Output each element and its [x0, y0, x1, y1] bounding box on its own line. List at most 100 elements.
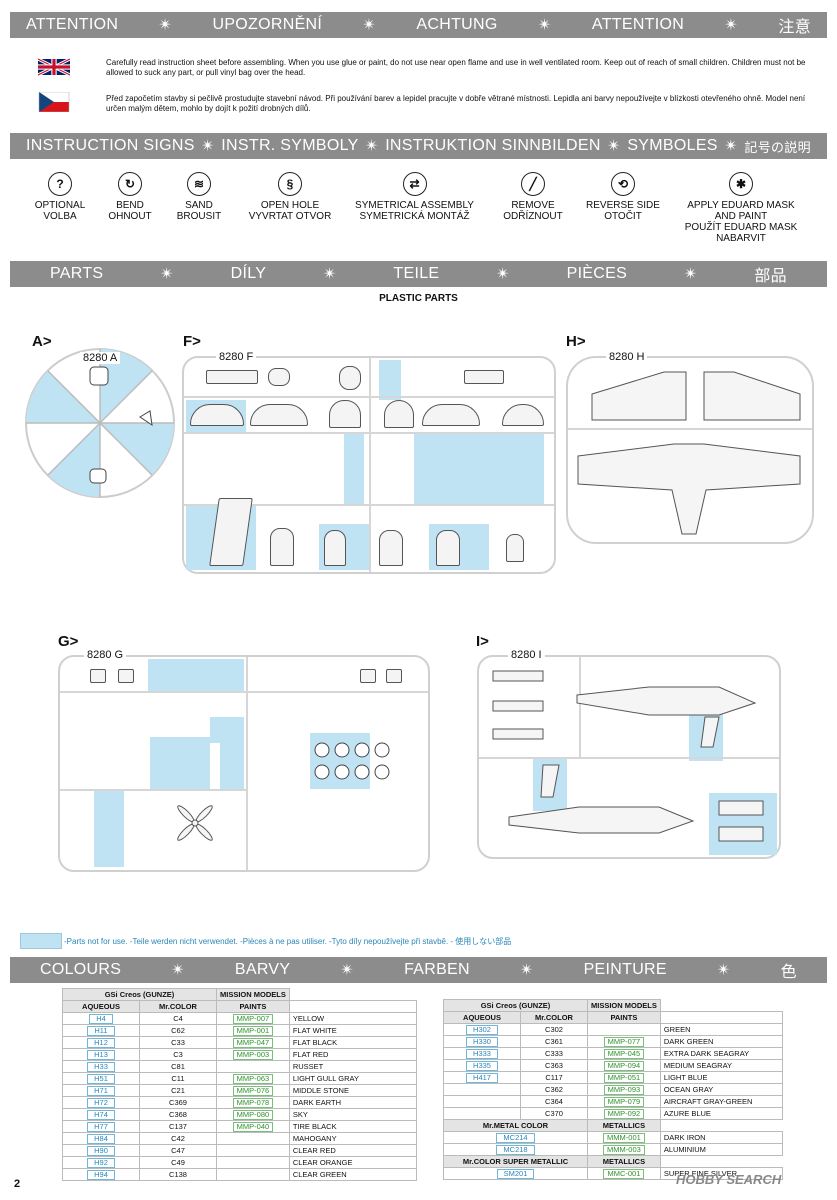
sign-label: VOLBA	[43, 211, 77, 222]
sign-label: OTOČIT	[604, 211, 642, 222]
colour-name: DARK IRON	[659, 1131, 783, 1144]
mission-code: MMM-003	[587, 1143, 661, 1156]
parts-cz: DÍLY	[230, 265, 267, 282]
col-mrcolor: Mr.COLOR	[520, 1011, 588, 1024]
sign-label: SYMETRICAL ASSEMBLY	[355, 200, 474, 211]
colours-de: FARBEN	[404, 961, 470, 978]
mission-code: MMC-001	[587, 1167, 661, 1180]
colour-name: TIRE BLACK	[288, 1120, 417, 1133]
colour-name: FLAT RED	[288, 1048, 417, 1061]
mrcolor-code: C333	[520, 1047, 588, 1060]
attention-fr: ATTENTION	[591, 16, 685, 33]
mrcolor-code: C81	[139, 1060, 217, 1073]
attention-de: ACHTUNG	[416, 16, 498, 33]
sprue-i	[477, 655, 781, 859]
mission-code: MMM-001	[587, 1131, 661, 1144]
not-for-use-text: -Parts not for use. -Teile werden nicht …	[64, 937, 512, 946]
aqueous-code: H333	[443, 1047, 521, 1060]
colour-name: CLEAR RED	[288, 1144, 417, 1157]
aqueous-code	[443, 1095, 521, 1108]
hobbysearch-watermark: HOBBY SEARCH	[676, 1172, 782, 1187]
aqueous-code: H90	[62, 1144, 140, 1157]
sand-icon: ≋	[187, 172, 211, 196]
col-paints: PAINTS	[216, 1000, 290, 1013]
colours-en: COLOURS	[40, 961, 122, 978]
aqueous-code: H72	[62, 1096, 140, 1109]
mrcolor-code: C138	[139, 1168, 217, 1181]
reverse-icon: ⟲	[611, 172, 635, 196]
mission-code: MMP-093	[587, 1083, 661, 1096]
aqueous-code: H77	[62, 1120, 140, 1133]
parts-fr: PIÈCES	[566, 265, 628, 282]
sign-label: REVERSE SIDE	[586, 200, 660, 211]
metal-code: MC218	[443, 1143, 588, 1156]
colour-name: FLAT BLACK	[288, 1036, 417, 1049]
aqueous-code: H74	[62, 1108, 140, 1121]
mission-code: MMP-078	[216, 1096, 290, 1109]
mission-code	[216, 1132, 290, 1145]
mission-code: MMP-063	[216, 1072, 290, 1085]
colour-name: AZURE BLUE	[659, 1107, 783, 1120]
sign-label: OPEN HOLE	[260, 200, 320, 211]
signs-header: INSTRUCTION SIGNS✴ INSTR. SYMBOLY✴ INSTR…	[10, 133, 827, 159]
mission-code: MMP-007	[216, 1012, 290, 1025]
colour-name: DARK EARTH	[288, 1096, 417, 1109]
sign-label: APPLY EDUARD MASK	[687, 200, 795, 211]
super-metallic-header: Mr.COLOR SUPER METALLIC	[443, 1155, 588, 1168]
mission-code: MMP-051	[587, 1071, 661, 1084]
mask-icon: ✱	[729, 172, 753, 196]
sign-label: POUŽÍT EDUARD MASK	[684, 222, 798, 233]
colour-name: EXTRA DARK SEAGRAY	[659, 1047, 783, 1060]
mission-code: MMP-092	[587, 1107, 661, 1120]
colour-name: GREEN	[659, 1023, 783, 1036]
mission-code	[216, 1144, 290, 1157]
mission-code: MMP-045	[587, 1047, 661, 1060]
attention-jp: 注意	[778, 19, 811, 36]
sprue-a-name: 8280 A	[80, 352, 121, 364]
mission-code: MMP-077	[587, 1035, 661, 1048]
sign-label: SYMETRICKÁ MONTÁŽ	[359, 211, 470, 222]
sprue-f	[182, 356, 556, 574]
sprue-h	[566, 356, 814, 544]
symmetric-icon: ⇄	[402, 172, 427, 196]
aqueous-code: H330	[443, 1035, 521, 1048]
sign-label: REMOVE	[511, 200, 555, 211]
mission-code: MMP-001	[216, 1024, 290, 1037]
mrcolor-code: C47	[139, 1144, 217, 1157]
colour-name: LIGHT BLUE	[659, 1071, 783, 1084]
colour-name: DARK GREEN	[659, 1035, 783, 1048]
mission-code: MMP-076	[216, 1084, 290, 1097]
mission-code	[216, 1168, 290, 1181]
uk-flag-icon	[38, 57, 70, 77]
mission-header: MISSION MODELS	[587, 999, 661, 1012]
colour-name: RUSSET	[288, 1060, 417, 1073]
knife-icon: ╱	[521, 172, 545, 196]
aqueous-code: H4	[62, 1012, 140, 1025]
aqueous-code: H71	[62, 1084, 140, 1097]
plastic-parts-title: PLASTIC PARTS	[379, 293, 458, 304]
warning-cz: Před započetím stavby si pečlivě prostud…	[106, 94, 806, 113]
mission-header: MISSION MODELS	[216, 988, 290, 1001]
page-number: 2	[14, 1178, 21, 1190]
colours-header: COLOURS✴ BARVY✴ FARBEN✴ PEINTURE✴ 色	[10, 957, 827, 983]
sprue-f-label: F>	[183, 333, 201, 350]
signs-fr: SYMBOLES	[627, 137, 718, 154]
